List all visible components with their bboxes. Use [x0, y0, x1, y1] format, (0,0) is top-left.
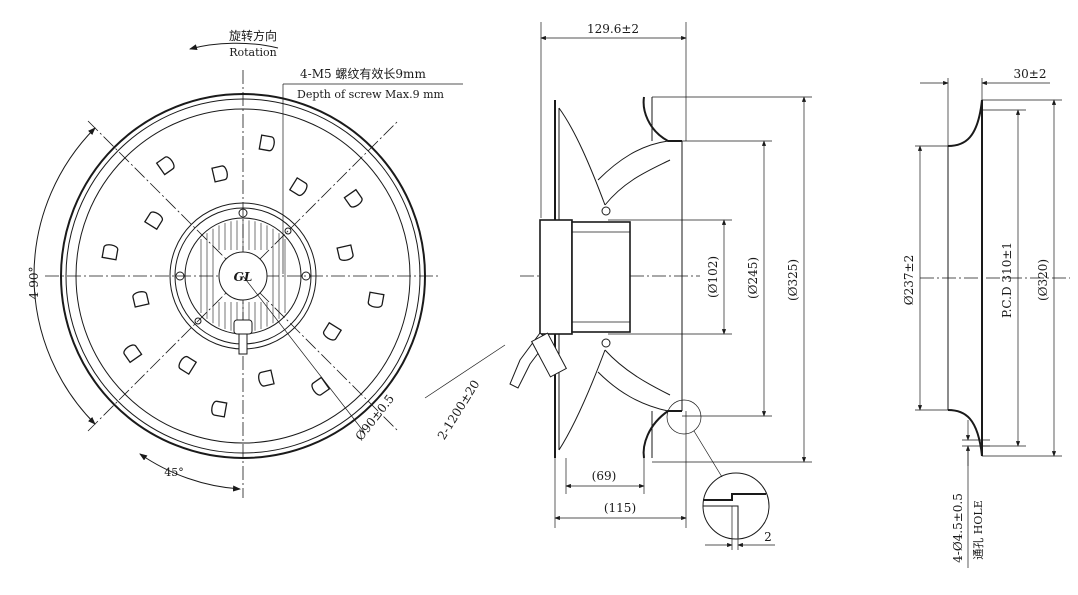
angle-45-label: 45° [164, 466, 184, 479]
blade-slot [336, 244, 354, 261]
hub-dia-label: Ø90±0.5 [353, 392, 397, 443]
angle-90-label: 4-90° [27, 267, 41, 300]
blade-slot [258, 369, 275, 387]
blade-top-edge [558, 107, 606, 206]
thread-spec-en: Depth of screw Max.9 mm [297, 88, 444, 101]
hub-dia-leader [242, 275, 365, 433]
blade-slot [211, 165, 228, 183]
blade-slot [258, 134, 275, 152]
dim-69-label: (69) [592, 469, 617, 483]
overall-depth-label: 129.6±2 [587, 22, 639, 36]
blade-bottom-curve-2 [604, 349, 671, 396]
ring-depth-label: 30±2 [1014, 67, 1047, 81]
blade-slot [311, 376, 331, 396]
blade-slot [101, 244, 119, 261]
detail-marker [666, 399, 702, 435]
dia-102-label: (Ø102) [706, 256, 720, 298]
blade-slot [211, 400, 228, 418]
blade-bottom-curve [597, 371, 669, 412]
dia-237-label: Ø237±2 [902, 255, 916, 305]
inlet-ring-view: 30±2 Ø237±2 P.C.D 310±1 (Ø320) 4-Ø4.5±0.… [902, 67, 1070, 568]
angle-45-arc [139, 453, 241, 492]
hole-spec-label: 4-Ø4.5±0.5 [951, 493, 965, 563]
motor-stator [571, 221, 631, 333]
blade-slots [101, 134, 385, 418]
dia-325-label: (Ø325) [786, 259, 800, 301]
brand-logo: GL [234, 270, 253, 284]
diagonal-centerline-2 [87, 120, 399, 432]
blade-slot [288, 176, 308, 197]
hub-screw [301, 271, 311, 281]
fixing-screw [601, 206, 611, 216]
detail-gap-label: 2 [764, 530, 772, 544]
blade-slot [178, 355, 198, 376]
rotation-en-label: Rotation [229, 46, 277, 59]
hole-cn-label: 通孔 HOLE [972, 500, 985, 559]
blade-bottom-edge [558, 349, 606, 451]
blade-slot [123, 344, 143, 364]
side-cable-gland [530, 332, 568, 378]
blade-slot [343, 188, 363, 208]
ring-bottom-curve [947, 409, 983, 457]
cable-gland [233, 319, 253, 335]
thread-spec-cn: 4-M5 螺纹有效长9mm [300, 66, 426, 81]
rotation-arrow [189, 42, 279, 51]
angle-90-arc [33, 127, 96, 425]
dim-115-label: (115) [604, 501, 636, 515]
blade-slot [367, 291, 385, 308]
front-view: GL 旋转方向 Rotation 4-M5 螺纹有效长9mm Depth of … [27, 28, 506, 498]
lead-leader [424, 344, 506, 399]
rotation-cn-label: 旋转方向 [229, 28, 277, 43]
detail-profile-2 [703, 505, 739, 538]
hub-screw [238, 208, 248, 218]
fixing-screw [601, 338, 611, 348]
lead-length-label: 2-1200±20 [435, 378, 483, 443]
hub-screw [175, 271, 185, 281]
detail-profile [703, 493, 766, 501]
shroud-top [642, 96, 682, 142]
blade-top-curve-2 [604, 159, 671, 206]
side-view: 129.6±2 (69) (115) (Ø102) (Ø245) (Ø325) [509, 22, 812, 550]
blade-slot [322, 321, 343, 341]
pcd-label: P.C.D 310±1 [1000, 242, 1014, 318]
cable [238, 333, 248, 355]
hub-screw [284, 227, 292, 235]
hub-screw [194, 317, 202, 325]
diagonal-centerline-1 [87, 120, 399, 432]
blade-slot [132, 291, 150, 308]
motor-rotor [539, 219, 573, 335]
detail-leader [693, 430, 723, 478]
blade-slot [143, 211, 164, 231]
dia-320-label: (Ø320) [1036, 259, 1050, 301]
shroud-bottom [642, 410, 682, 459]
dia-245-label: (Ø245) [746, 257, 760, 299]
blade-slot [155, 156, 175, 176]
blade-top-curve [597, 140, 669, 181]
ring-top-curve [947, 99, 983, 147]
